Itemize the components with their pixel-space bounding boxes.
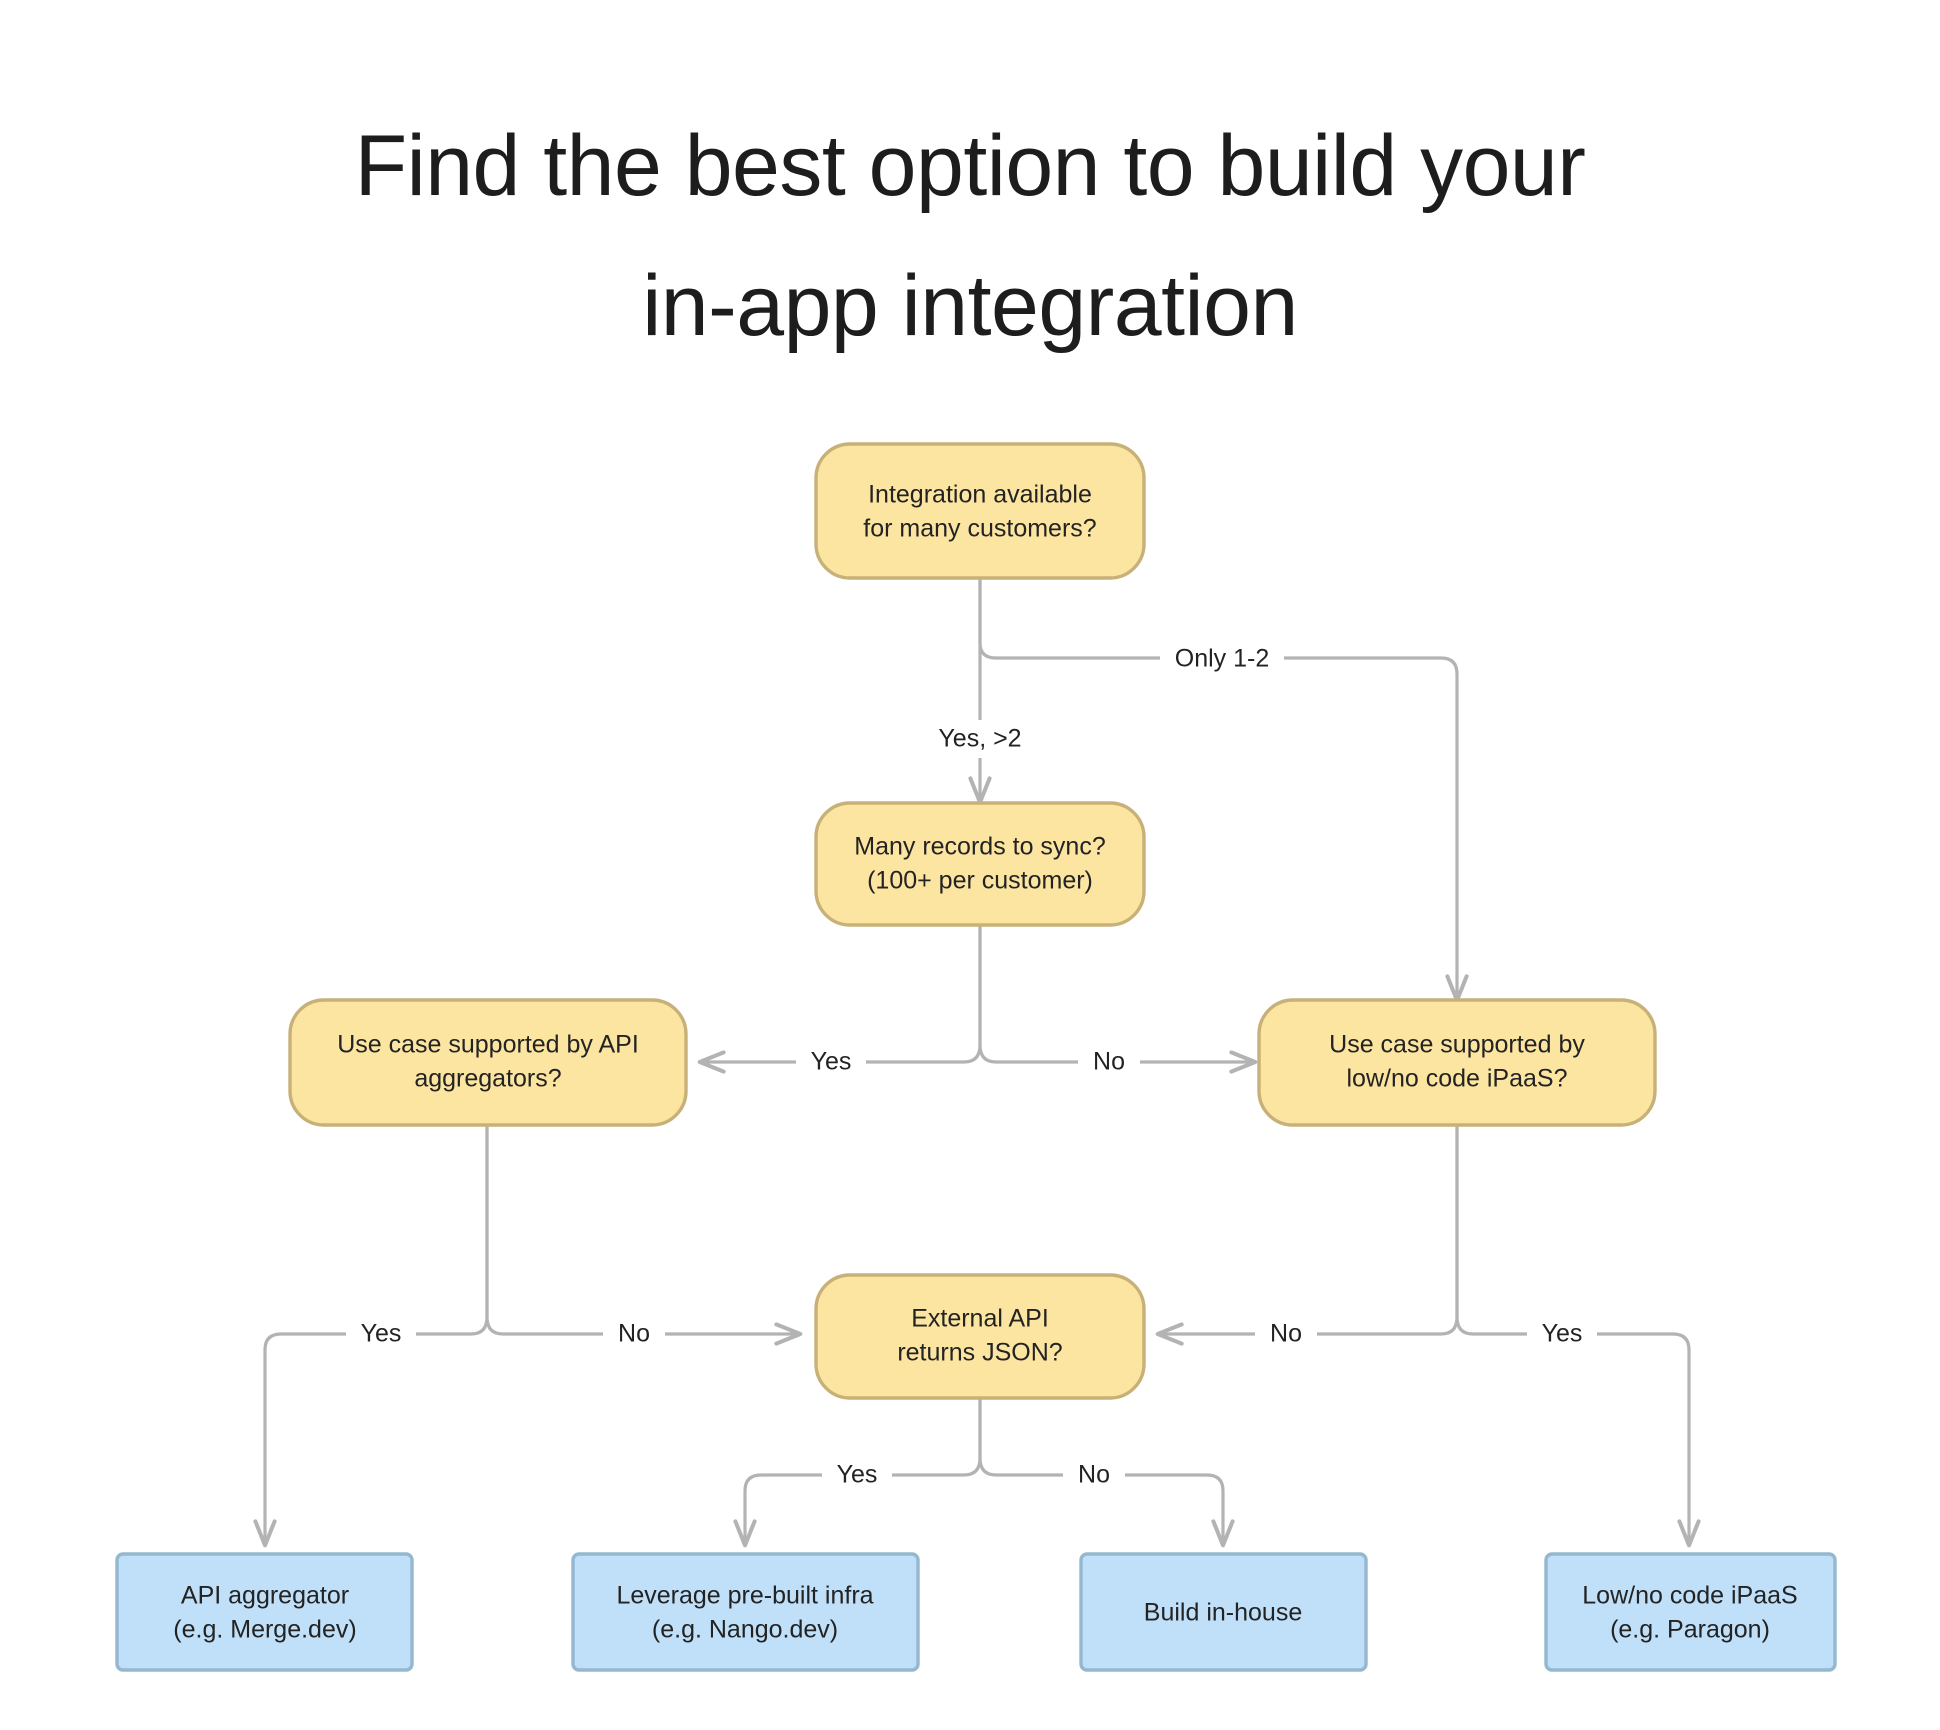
edge-n3-n5-line	[485, 1123, 803, 1346]
result-build-in-house-line-1: Build in-house	[1144, 1599, 1302, 1627]
result-api-aggregator-shape[interactable]	[115, 1552, 414, 1672]
edge-label-n4-r4: Yes	[1542, 1320, 1583, 1348]
edge-label-bg-9	[822, 1456, 892, 1494]
node-integration-available[interactable]: Integration available for many customers…	[814, 442, 1146, 580]
result-lowno-code-ipaas-line-2: (e.g. Paragon)	[1610, 1616, 1770, 1644]
node-lowno-code-ipaas-line-2: low/no code iPaaS?	[1347, 1065, 1568, 1093]
edge-label-bg-7	[1255, 1315, 1317, 1353]
node-lowno-code-ipaas-line-1: Use case supported by	[1329, 1031, 1585, 1059]
node-external-api-json[interactable]: External API returns JSON?	[814, 1273, 1146, 1400]
result-api-aggregator-line-1: API aggregator	[181, 1582, 349, 1610]
node-integration-available-shape[interactable]	[814, 442, 1146, 580]
node-api-aggregators-line-1: Use case supported by API	[337, 1031, 639, 1059]
edge-label-n5-r2: Yes	[837, 1461, 878, 1489]
result-prebuilt-infra-line-2: (e.g. Nango.dev)	[652, 1616, 838, 1644]
page-title-line-2: in-app integration	[642, 258, 1298, 354]
edge-label-n1-n2: Yes, >2	[938, 725, 1021, 753]
node-integration-available-line-2: for many customers?	[863, 515, 1096, 543]
edge-label-n4-n5: No	[1270, 1320, 1302, 1348]
result-prebuilt-infra[interactable]: Leverage pre-built infra (e.g. Nango.dev…	[571, 1552, 920, 1672]
result-build-in-house-shape[interactable]	[1079, 1552, 1368, 1672]
result-prebuilt-infra-line-1: Leverage pre-built infra	[616, 1582, 873, 1610]
result-lowno-code-ipaas-line-1: Low/no code iPaaS	[1582, 1582, 1797, 1610]
edge-label-bg-8	[1527, 1315, 1597, 1353]
node-api-aggregators-shape[interactable]	[288, 998, 688, 1127]
edge-label-bg-5	[346, 1315, 416, 1353]
edge-n2-n3-line	[697, 923, 982, 1074]
node-lowno-code-ipaas[interactable]: Use case supported by low/no code iPaaS?	[1257, 998, 1657, 1127]
node-many-records-line-1: Many records to sync?	[854, 833, 1106, 861]
edge-n4-n5-line	[1155, 1123, 1459, 1346]
node-external-api-json-shape[interactable]	[814, 1273, 1146, 1400]
edge-label-bg-4	[1078, 1043, 1140, 1081]
node-external-api-json-line-2: returns JSON?	[897, 1339, 1062, 1367]
edge-n2-n4-line	[978, 923, 1258, 1074]
node-many-records-line-2: (100+ per customer)	[867, 867, 1093, 895]
edge-label-n1-n4: Only 1-2	[1175, 645, 1269, 673]
edge-label-n5-r3: No	[1078, 1461, 1110, 1489]
node-many-records[interactable]: Many records to sync? (100+ per customer…	[814, 801, 1146, 927]
result-api-aggregator[interactable]: API aggregator (e.g. Merge.dev)	[115, 1552, 414, 1672]
result-lowno-code-ipaas[interactable]: Low/no code iPaaS (e.g. Paragon)	[1544, 1552, 1837, 1672]
result-build-in-house[interactable]: Build in-house	[1079, 1552, 1368, 1672]
result-lowno-code-ipaas-shape[interactable]	[1544, 1552, 1837, 1672]
edge-label-bg-10	[1063, 1456, 1125, 1494]
result-prebuilt-infra-shape[interactable]	[571, 1552, 920, 1672]
page-title: Find the best option to build your in-ap…	[0, 96, 1940, 376]
node-api-aggregators[interactable]: Use case supported by API aggregators?	[288, 998, 688, 1127]
page-title-line-1: Find the best option to build your	[354, 118, 1586, 214]
node-api-aggregators-line-2: aggregators?	[414, 1065, 561, 1093]
edge-label-bg-3	[796, 1043, 866, 1081]
edge-label-group: Yes, >2 Only 1-2 Yes No Yes No No Yes Ye…	[346, 640, 1597, 1494]
node-lowno-code-ipaas-shape[interactable]	[1257, 998, 1657, 1127]
edge-label-n2-n3: Yes	[811, 1048, 852, 1076]
edge-label-n3-n5: No	[618, 1320, 650, 1348]
node-external-api-json-line-1: External API	[911, 1305, 1049, 1333]
edge-label-bg-2	[1160, 640, 1284, 678]
edge-label-bg-1	[920, 720, 1040, 758]
edge-label-n2-n4: No	[1093, 1048, 1125, 1076]
result-api-aggregator-line-2: (e.g. Merge.dev)	[173, 1616, 356, 1644]
edge-label-bg-6	[603, 1315, 665, 1353]
node-integration-available-line-1: Integration available	[868, 481, 1092, 509]
edge-label-n3-r1: Yes	[361, 1320, 402, 1348]
node-many-records-shape[interactable]	[814, 801, 1146, 927]
